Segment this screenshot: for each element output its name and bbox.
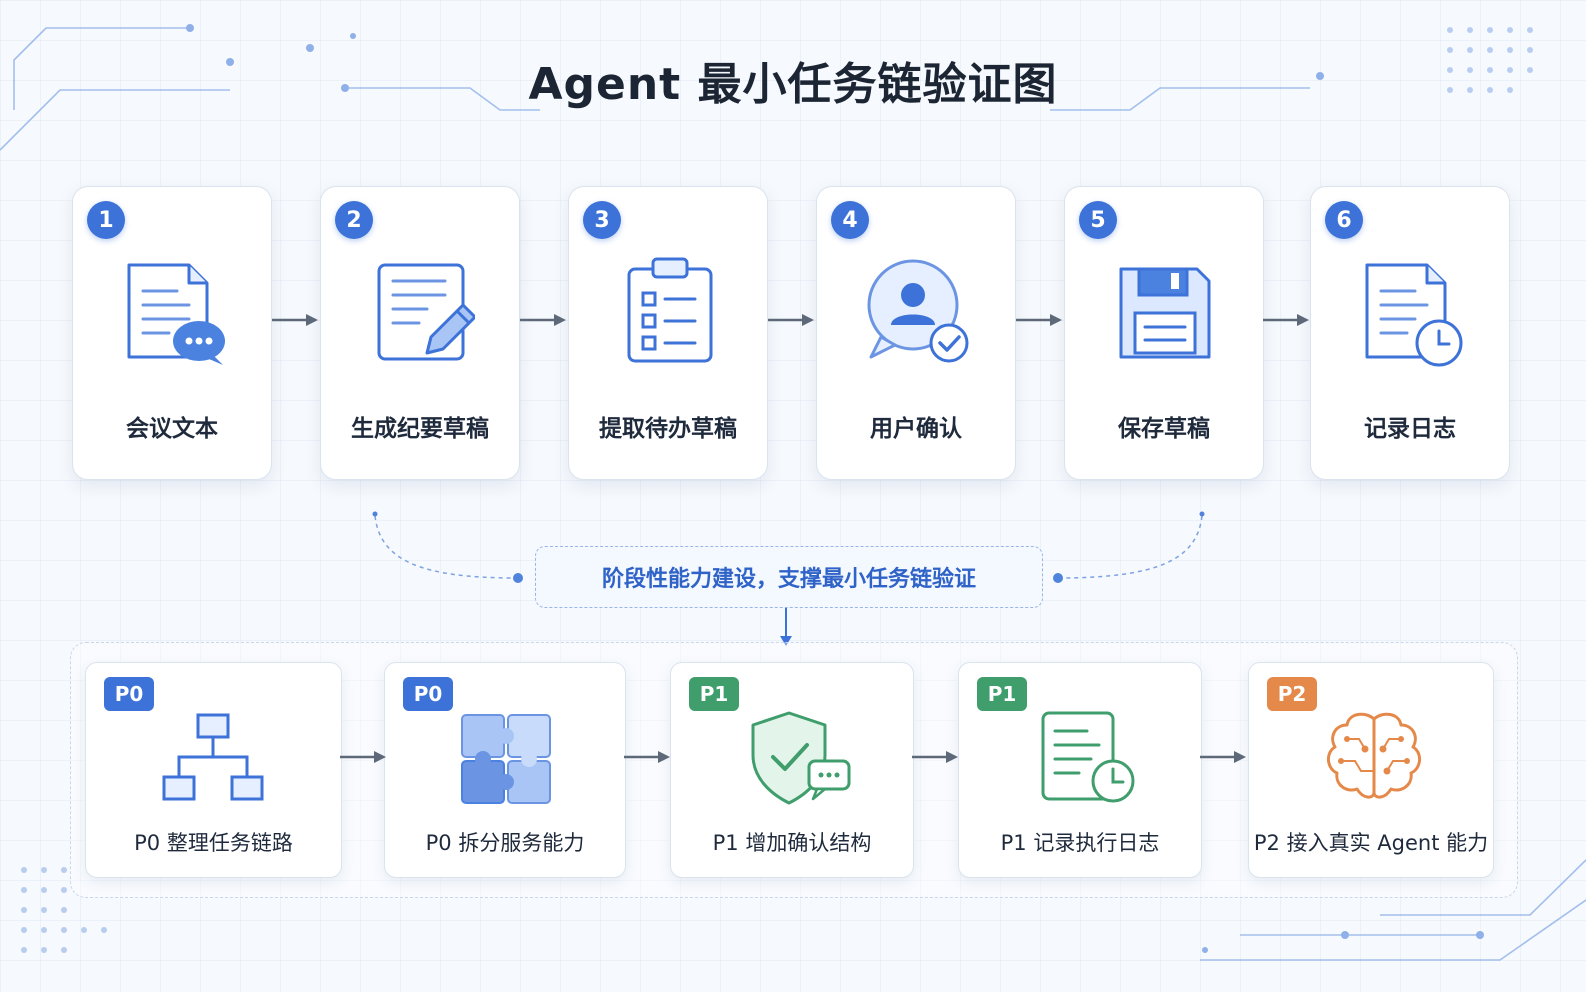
step-card-6: 6 记录日志	[1310, 186, 1510, 480]
document-pencil-icon	[377, 263, 475, 361]
arrow-right-icon	[1263, 314, 1309, 326]
step-number-badge: 1	[87, 201, 125, 239]
hierarchy-icon	[162, 713, 264, 801]
step-number-badge: 2	[335, 201, 373, 239]
step-number-badge: 5	[1079, 201, 1117, 239]
arrow-right-icon	[520, 314, 566, 326]
capability-card-4: P1 P1 记录执行日志	[958, 662, 1202, 878]
floppy-disk-icon	[1119, 267, 1211, 359]
arrow-right-icon	[912, 751, 958, 763]
puzzle-icon	[461, 714, 551, 804]
capability-card-1: P0 P0 整理任务链路	[85, 662, 342, 878]
step-number-badge: 4	[831, 201, 869, 239]
step-card-3: 3 提取待办草稿	[568, 186, 768, 480]
arrow-right-icon	[1200, 751, 1246, 763]
step-number-badge: 3	[583, 201, 621, 239]
arrow-right-icon	[624, 751, 670, 763]
capability-label: P1 增加确认结构	[712, 831, 872, 855]
capability-card-3: P1 P1 增加确认结构	[670, 662, 914, 878]
document-clock-icon	[1365, 263, 1463, 367]
step-label: 会议文本	[126, 416, 218, 442]
priority-badge: P1	[977, 677, 1027, 711]
document-chat-icon	[127, 263, 225, 365]
priority-badge: P0	[104, 677, 154, 711]
priority-badge: P2	[1267, 677, 1317, 711]
capability-label: P2 接入真实 Agent 能力	[1253, 831, 1489, 855]
step-label: 用户确认	[870, 416, 962, 442]
phase-banner: 阶段性能力建设，支撑最小任务链验证	[535, 546, 1043, 608]
priority-badge: P1	[689, 677, 739, 711]
arrow-right-icon	[272, 314, 318, 326]
step-card-4: 4 用户确认	[816, 186, 1016, 480]
step-number-badge: 6	[1325, 201, 1363, 239]
arrow-right-icon	[340, 751, 386, 763]
page-title: Agent 最小任务链验证图	[528, 59, 1058, 110]
step-card-2: 2 生成纪要草稿	[320, 186, 520, 480]
arrow-right-icon	[768, 314, 814, 326]
step-label: 记录日志	[1364, 416, 1456, 442]
step-label: 保存草稿	[1118, 416, 1210, 442]
shield-check-icon	[751, 711, 851, 805]
capability-label: P0 整理任务链路	[134, 831, 293, 855]
step-card-5: 5 保存草稿	[1064, 186, 1264, 480]
step-label: 提取待办草稿	[599, 416, 737, 442]
clipboard-checklist-icon	[627, 257, 713, 363]
capability-card-5: P2 P2 接入真实 Agent 能力	[1248, 662, 1494, 878]
capability-label: P1 记录执行日志	[1000, 831, 1160, 855]
capability-label: P0 拆分服务能力	[425, 831, 585, 855]
arrow-right-icon	[1016, 314, 1062, 326]
priority-badge: P0	[403, 677, 453, 711]
step-card-1: 1 会议文本	[72, 186, 272, 480]
log-clock-icon	[1041, 711, 1135, 803]
brain-circuit-icon	[1327, 712, 1421, 799]
step-label: 生成纪要草稿	[351, 416, 489, 442]
capability-card-2: P0 P0 拆分服务能力	[384, 662, 626, 878]
user-check-icon	[867, 259, 969, 363]
